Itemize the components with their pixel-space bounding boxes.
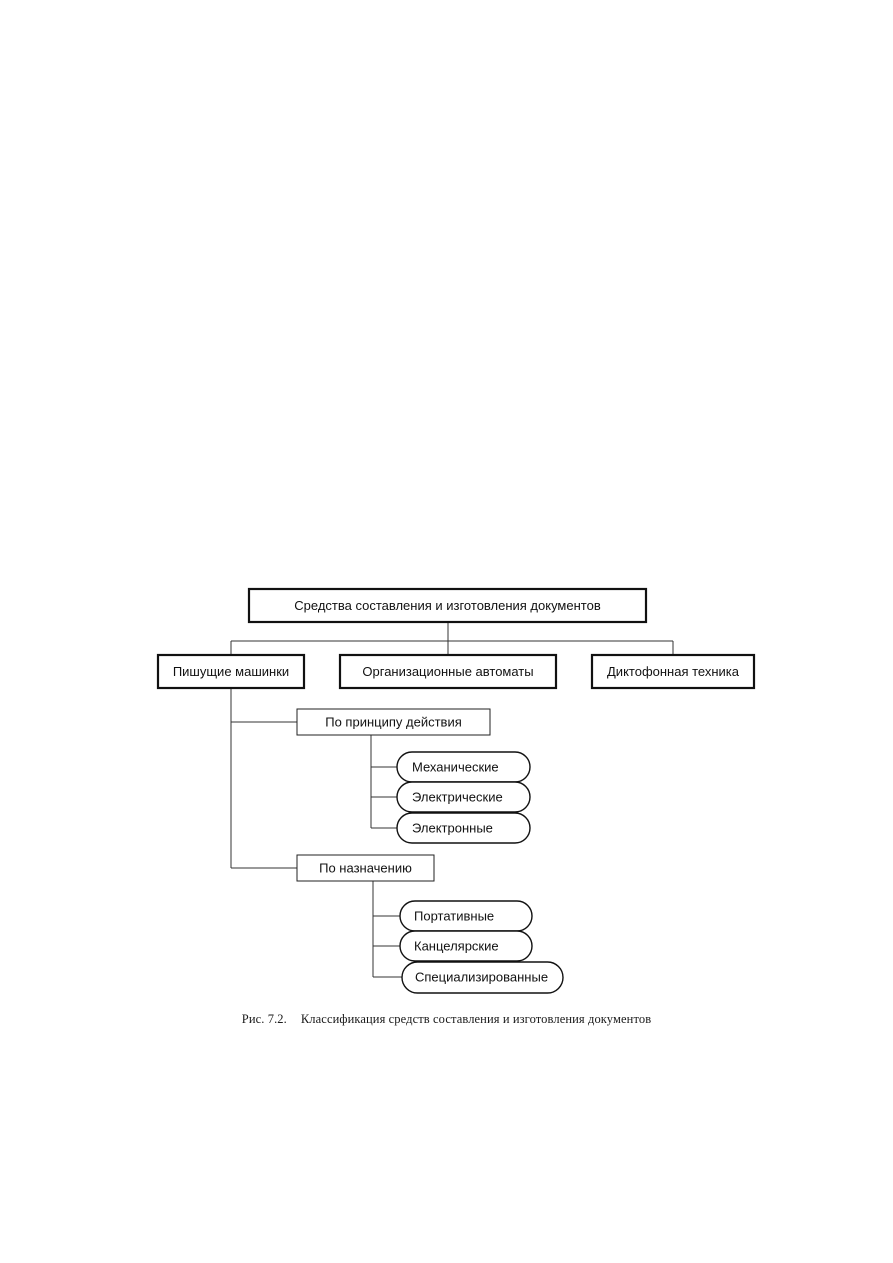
item-mechanical: Механические [396,751,531,783]
item-office-label: Канцелярские [414,939,499,954]
category-typewriters-label: Пишущие машинки [173,664,289,679]
item-electronic: Электронные [396,812,531,844]
item-mechanical-label: Механические [412,760,499,775]
connector-lines [230,622,674,978]
figure-caption-text: Классификация средств составления и изго… [300,1012,652,1026]
group-by-principle-label: По принципу действия [325,715,462,730]
item-portable: Портативные [399,900,533,932]
figure-number: Рис. 7.2. [241,1012,287,1026]
category-dictaphone-label: Диктофонная техника [607,664,740,679]
category-typewriters: Пишущие машинки [156,653,306,690]
group-by-purpose: По назначению [296,854,435,882]
item-portable-label: Портативные [414,909,494,924]
root-node-label: Средства составления и изготовления доку… [294,598,601,613]
item-specialized-label: Специализированные [415,970,548,985]
item-electric-label: Электрические [412,790,503,805]
category-office-automats-label: Организационные автоматы [362,664,533,679]
figure-caption: Рис. 7.2. Классификация средств составлен… [0,1012,893,1027]
category-office-automats: Организационные автоматы [338,653,558,690]
item-electric: Электрические [396,781,531,813]
item-specialized: Специализированные [401,961,564,994]
group-by-purpose-label: По назначению [319,861,412,876]
item-electronic-label: Электронные [412,821,493,836]
root-node: Средства составления и изготовления доку… [247,587,648,624]
group-by-principle: По принципу действия [296,708,491,736]
category-dictaphone: Диктофонная техника [590,653,756,690]
item-office: Канцелярские [399,930,533,962]
